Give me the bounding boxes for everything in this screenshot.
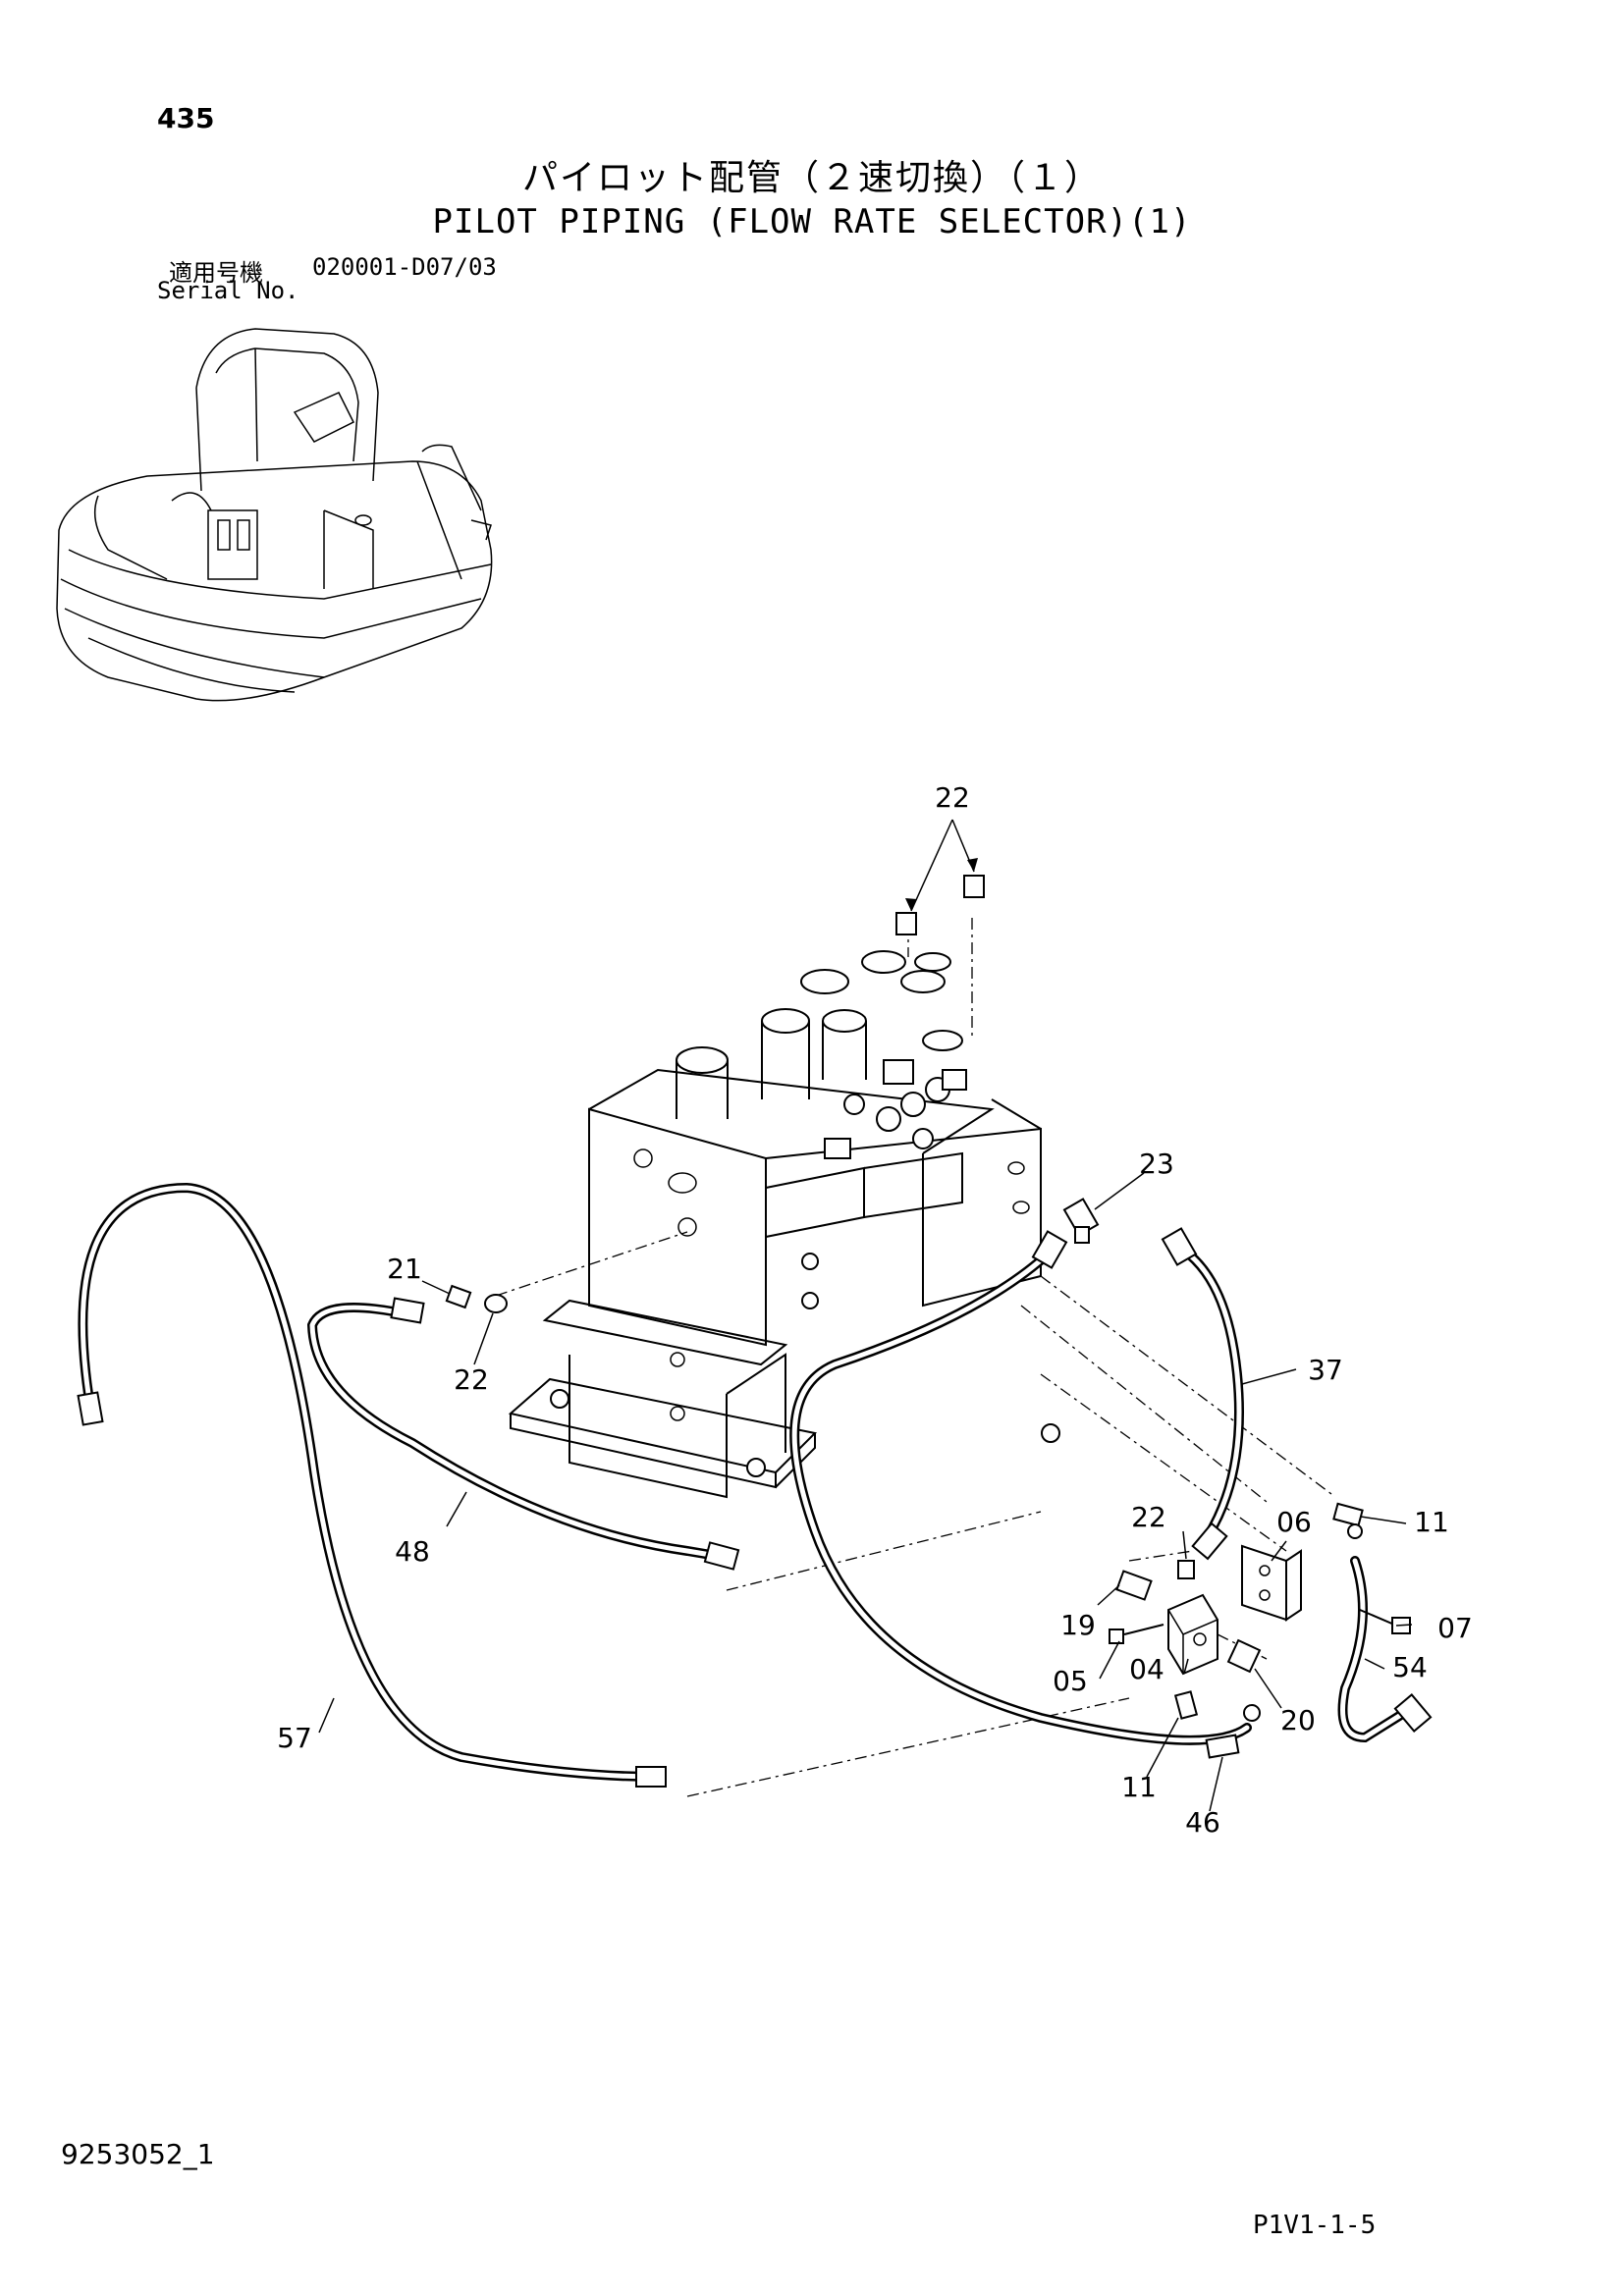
callout-11-bottom: 11	[1121, 1771, 1157, 1803]
callout-57: 57	[277, 1722, 312, 1754]
callout-labels: 22 23 21 22 37 11 22 06 48 19 07 05 04 5…	[277, 781, 1473, 1839]
serial-label-japanese: 適用号機	[169, 259, 263, 287]
page-code: P1V1-1-5	[1253, 2211, 1377, 2240]
callout-54: 54	[1392, 1651, 1428, 1683]
callout-22-left: 22	[454, 1363, 489, 1396]
callout-05: 05	[1053, 1665, 1088, 1697]
page-title-english: PILOT PIPING (FLOW RATE SELECTOR)(1)	[432, 202, 1192, 241]
callout-21: 21	[387, 1253, 422, 1285]
callout-22-mid: 22	[1131, 1501, 1166, 1533]
control-valve-block	[508, 950, 1060, 1499]
page-title-japanese: パイロット配管（２速切換）（１）	[521, 158, 1102, 198]
callout-06: 06	[1276, 1506, 1312, 1538]
callout-11-right: 11	[1414, 1506, 1449, 1538]
callout-22-top: 22	[935, 781, 970, 814]
callout-04: 04	[1129, 1653, 1164, 1685]
page-number: 435	[157, 102, 215, 134]
callout-20: 20	[1280, 1704, 1316, 1736]
fittings	[445, 875, 1411, 1722]
drawing-number: 9253052_1	[61, 2138, 215, 2170]
leader-lines	[318, 819, 1413, 1812]
machine-locator-view	[56, 328, 493, 702]
callout-48: 48	[395, 1535, 430, 1568]
callout-46: 46	[1185, 1806, 1220, 1839]
serial-label-english: Serial No.	[157, 277, 299, 304]
callout-07: 07	[1437, 1612, 1473, 1644]
callout-37: 37	[1308, 1354, 1343, 1386]
serial-value: 020001-D07/03	[312, 253, 497, 281]
hose-assemblies	[77, 1182, 1433, 1788]
callout-19: 19	[1060, 1609, 1096, 1641]
callout-23: 23	[1139, 1148, 1174, 1180]
